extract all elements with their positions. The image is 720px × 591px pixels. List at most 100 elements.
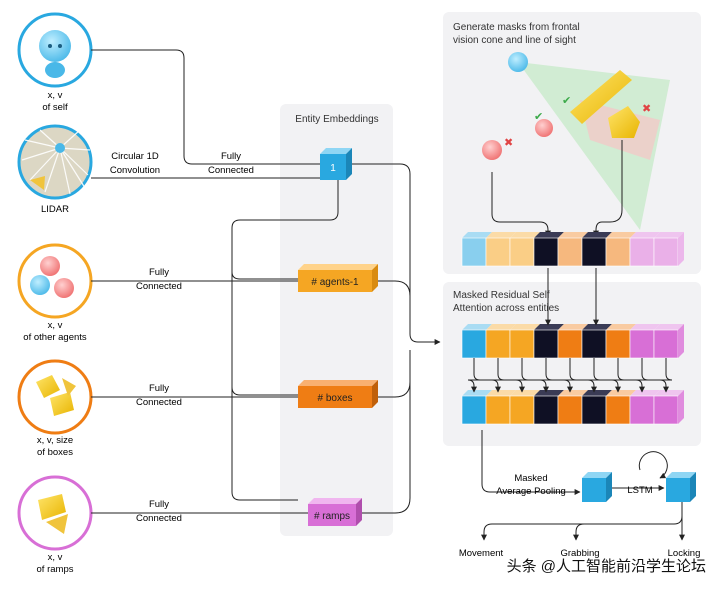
- lstm-label: LSTM: [627, 485, 652, 496]
- entity-token-top: [534, 324, 564, 330]
- attention-link: [574, 379, 669, 393]
- entity-token-top: [486, 232, 516, 238]
- agents-embedding-block: [298, 264, 378, 292]
- ramps-label-line1: x, v: [48, 552, 63, 563]
- entity-token-boxes: [557, 395, 583, 425]
- entity-token-self: [461, 329, 487, 359]
- entity-token-top: [630, 324, 660, 330]
- entity-token-top: [630, 390, 660, 396]
- entity-token-agents: [509, 237, 535, 267]
- entity-token-ramps: [629, 329, 655, 359]
- agents-embedding-label: # agents-1: [311, 277, 359, 288]
- entity-token-agents: [485, 237, 511, 267]
- entity-token-top: [654, 390, 684, 396]
- entity-token-agents: [509, 395, 535, 425]
- entity-token-agents: [509, 329, 535, 359]
- entity-token-top: [462, 324, 492, 330]
- output-grabbing: Grabbing: [560, 548, 599, 559]
- entity-token-ramps: [653, 395, 679, 425]
- entity-token-top: [510, 324, 540, 330]
- boxes-label-line2: of boxes: [37, 447, 73, 458]
- entity-token-self: [461, 395, 487, 425]
- entity-token-masked: [581, 329, 607, 359]
- entity-token-top: [534, 232, 564, 238]
- entity-embeddings-title: Entity Embeddings: [295, 114, 378, 125]
- self-embed-skip: [231, 180, 339, 501]
- fc-boxes-label-line1: Fully: [149, 383, 169, 394]
- entity-token-masked: [533, 395, 559, 425]
- other-agents-label-line2: of other agents: [23, 332, 87, 343]
- entity-token-top: [462, 232, 492, 238]
- entity-token-top: [558, 324, 588, 330]
- watermark: 头条 @人工智能前沿学生论坛: [507, 557, 706, 575]
- check-icon: ✔: [562, 95, 571, 107]
- attention-link: [563, 379, 574, 393]
- output-movement: Movement: [459, 548, 504, 559]
- entity-token-top: [606, 390, 636, 396]
- boxes-input-circle: [17, 359, 93, 435]
- cross-icon: ✖: [504, 137, 513, 149]
- fc-boxes-label-line2: Connected: [136, 397, 182, 408]
- entity-row-side: [678, 390, 684, 424]
- boxes-label-line1: x, v, size: [37, 435, 73, 446]
- ramps-label-line2: of ramps: [37, 564, 74, 575]
- mask-entity-row: [461, 232, 684, 267]
- entity-embeddings-panel: [280, 104, 393, 536]
- fc-self-label-line1: Fully: [221, 151, 241, 162]
- lstm-block: [666, 472, 696, 502]
- entity-row-side: [678, 232, 684, 266]
- entity-token-top: [654, 232, 684, 238]
- pooling-block: [582, 472, 612, 502]
- attention-output-row: [461, 390, 684, 425]
- entity-token-top: [486, 324, 516, 330]
- entity-token-ramps: [629, 395, 655, 425]
- entity-token-top: [510, 232, 540, 238]
- entity-token-masked: [533, 237, 559, 267]
- entity-token-boxes: [605, 329, 631, 359]
- entity-token-top: [630, 232, 660, 238]
- entity-token-agents: [485, 329, 511, 359]
- self-embedding-block: [320, 148, 352, 180]
- check-icon: ✔: [534, 111, 543, 123]
- entity-row-side: [678, 324, 684, 358]
- entity-token-top: [486, 390, 516, 396]
- entity-token-top: [606, 232, 636, 238]
- lidar-input-circle: [17, 124, 93, 200]
- attention-link: [539, 379, 574, 393]
- entity-token-boxes: [605, 237, 631, 267]
- entity-token-top: [654, 324, 684, 330]
- pooling-label-line1: Masked: [514, 473, 547, 484]
- fc-ramps-label-line1: Fully: [149, 499, 169, 510]
- attention-panel-title-line1: Masked Residual Self: [453, 290, 550, 301]
- fc-self-label-line2: Connected: [208, 165, 254, 176]
- conv-label-line1: Circular 1D: [111, 151, 159, 162]
- boxes-embedding-label: # boxes: [317, 393, 352, 404]
- entity-token-masked: [581, 395, 607, 425]
- entity-token-ramps: [653, 329, 679, 359]
- output-locking: Locking: [668, 548, 701, 559]
- other-agents-label-line1: x, v: [48, 320, 63, 331]
- boxes-embedding-block: [298, 380, 378, 408]
- pooling-label-line2: Average Pooling: [496, 486, 566, 497]
- fc-agents-label-line1: Fully: [149, 267, 169, 278]
- attention-link: [515, 379, 574, 393]
- attention-link: [491, 379, 574, 393]
- attention-link: [574, 358, 673, 381]
- attention-input-row: [461, 324, 684, 359]
- ramps-embedding-label: # ramps: [314, 511, 350, 522]
- entity-token-top: [582, 232, 612, 238]
- conv-label-line2: Convolution: [110, 165, 160, 176]
- entity-token-top: [510, 390, 540, 396]
- self-connector: [91, 49, 320, 165]
- other-agents-input-circle: [17, 243, 93, 319]
- mask-panel-title-line1: Generate masks from frontal: [453, 22, 580, 33]
- entity-token-top: [534, 390, 564, 396]
- self-label-line1: x, v: [48, 90, 63, 101]
- entity-token-top: [582, 390, 612, 396]
- entity-token-top: [558, 232, 588, 238]
- mask-panel-title-line2: vision cone and line of sight: [453, 35, 576, 46]
- self-embedding-count: 1: [330, 163, 336, 174]
- ramps-embedding-block: [308, 498, 362, 526]
- entity-token-top: [606, 324, 636, 330]
